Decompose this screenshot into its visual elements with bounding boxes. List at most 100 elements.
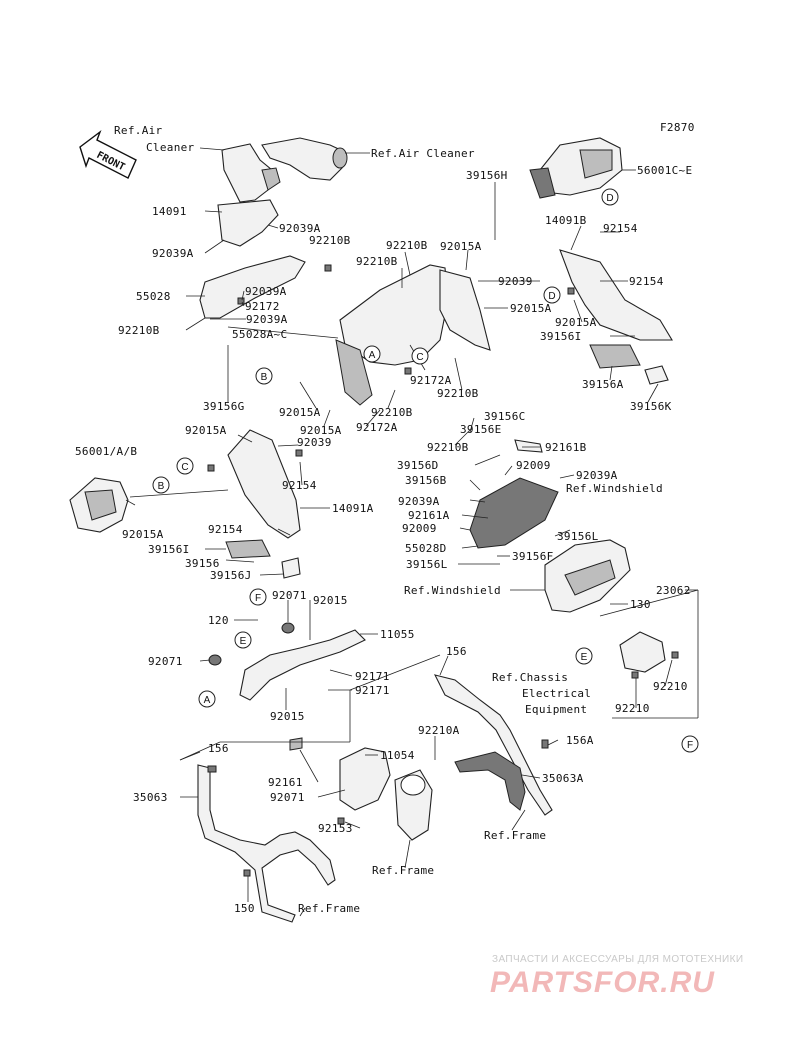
ref-windshield-2: Ref.Windshield bbox=[404, 584, 501, 597]
ref-frame-1: Ref.Frame bbox=[484, 829, 546, 842]
part-label: 92009 bbox=[516, 459, 551, 472]
svg-text:A: A bbox=[369, 350, 376, 361]
part-label: 156 bbox=[208, 742, 229, 755]
part-label: 39156I bbox=[540, 330, 582, 343]
svg-text:B: B bbox=[158, 481, 165, 492]
clip-92161b-shape bbox=[514, 439, 543, 453]
pad-39156j-shape bbox=[281, 557, 301, 579]
parts-shapes bbox=[69, 137, 679, 923]
part-label: 92015A bbox=[555, 316, 597, 329]
part-label: 35063 bbox=[133, 791, 168, 804]
part-label: 39156D bbox=[397, 459, 439, 472]
part-label: 55028 bbox=[136, 290, 171, 303]
part-label: 150 bbox=[234, 902, 255, 915]
reference-labels: Ref.Air Cleaner Ref.Air Cleaner Ref.Wind… bbox=[114, 124, 663, 915]
part-label: 92039 bbox=[498, 275, 533, 288]
callout-b-left: B bbox=[152, 476, 170, 494]
part-label: 156 bbox=[446, 645, 467, 658]
svg-text:A: A bbox=[204, 695, 211, 706]
callout-f-right: F bbox=[681, 735, 699, 753]
stay-35063-shape bbox=[197, 764, 336, 923]
screw-shape bbox=[567, 287, 575, 295]
screw-shape bbox=[404, 367, 412, 375]
screw-shape bbox=[237, 297, 245, 305]
part-label: 92154 bbox=[282, 479, 317, 492]
part-label: 14091B bbox=[545, 214, 587, 227]
part-label: 92210 bbox=[615, 702, 650, 715]
part-label: 39156B bbox=[405, 474, 447, 487]
part-label: 39156J bbox=[210, 569, 252, 582]
callout-f-left: F bbox=[249, 588, 267, 606]
part-label: 92172A bbox=[410, 374, 452, 387]
air-duct-left-shape bbox=[221, 143, 273, 203]
part-label: 92210B bbox=[437, 387, 479, 400]
callout-a-left: A bbox=[198, 690, 216, 708]
ref-frame-2: Ref.Frame bbox=[372, 864, 434, 877]
part-label: 92039 bbox=[297, 436, 332, 449]
windshield-inner-panel-shape bbox=[469, 477, 559, 549]
callout-d-mid: D bbox=[543, 286, 561, 304]
watermark-brand-text: PARTSFOR.RU bbox=[490, 966, 715, 999]
part-label: 92071 bbox=[272, 589, 307, 602]
grommet-92071b-shape bbox=[208, 654, 222, 666]
screw-shape bbox=[631, 671, 639, 679]
figure-code: F2870 bbox=[660, 121, 695, 134]
callout-c-left: C bbox=[176, 457, 194, 475]
screw-shape bbox=[671, 651, 679, 659]
part-label: 92015 bbox=[313, 594, 348, 607]
ref-chassis-1: Ref.Chassis bbox=[492, 671, 568, 684]
part-label: 92210B bbox=[118, 324, 160, 337]
ref-chassis-2: Electrical bbox=[522, 687, 591, 700]
part-label: 120 bbox=[208, 614, 229, 627]
ring-center-shape bbox=[400, 774, 426, 796]
bracket-11054-shape bbox=[339, 747, 391, 811]
part-label: 92210 bbox=[653, 680, 688, 693]
callout-markers: D D A C B C B F E A E F bbox=[152, 188, 699, 753]
part-label: 92161 bbox=[268, 776, 303, 789]
screw-shape bbox=[207, 765, 217, 773]
screw-shape bbox=[337, 817, 345, 825]
svg-text:F: F bbox=[687, 740, 693, 751]
part-label: 92154 bbox=[603, 222, 638, 235]
part-label: 14091 bbox=[152, 205, 187, 218]
mirror-left-glass-shape bbox=[84, 489, 117, 521]
part-label: 92172A bbox=[356, 421, 398, 434]
callout-d-top: D bbox=[601, 188, 619, 206]
clip-92161-shape bbox=[289, 737, 303, 751]
part-label: 92015A bbox=[185, 424, 227, 437]
part-label: 39156 bbox=[185, 557, 220, 570]
part-label: 130 bbox=[630, 598, 651, 611]
watermark-top-text: ЗАПЧАСТИ И АКСЕССУАРЫ ДЛЯ МОТОТЕХНИКИ bbox=[492, 954, 743, 965]
callout-c-top: C bbox=[411, 347, 429, 365]
part-label: 92009 bbox=[402, 522, 437, 535]
pad-39156-shape bbox=[225, 539, 271, 559]
screw-shape bbox=[295, 449, 303, 457]
pad-39156k-shape bbox=[644, 365, 669, 385]
part-label: 92171 bbox=[355, 684, 390, 697]
svg-text:D: D bbox=[548, 291, 555, 302]
grommet-92071-shape bbox=[281, 622, 295, 634]
part-label: 56001C~E bbox=[637, 164, 692, 177]
part-label: 92161A bbox=[408, 509, 450, 522]
part-label: 39156I bbox=[148, 543, 190, 556]
stay-11055-shape bbox=[239, 629, 366, 701]
part-label: 92210A bbox=[418, 724, 460, 737]
part-label: 92039A bbox=[245, 285, 287, 298]
mirror-mount-shape bbox=[529, 167, 556, 199]
part-label: 92210B bbox=[371, 406, 413, 419]
ref-air-cleaner-1: Ref.Air bbox=[114, 124, 163, 137]
screw-shape bbox=[243, 869, 251, 877]
ref-windshield-1: Ref.Windshield bbox=[566, 482, 663, 495]
duct-nozzle-shape bbox=[261, 167, 281, 191]
part-label: 55028A~C bbox=[232, 328, 287, 341]
part-label: 11055 bbox=[380, 628, 415, 641]
duct-opening-shape bbox=[332, 147, 348, 169]
callout-e-right: E bbox=[575, 647, 593, 665]
part-label: 92210B bbox=[427, 441, 469, 454]
part-label: 39156L bbox=[557, 530, 599, 543]
part-label: 92071 bbox=[148, 655, 183, 668]
part-label: 39156F bbox=[512, 550, 554, 563]
part-label: 55028D bbox=[405, 542, 447, 555]
part-label: 92071 bbox=[270, 791, 305, 804]
